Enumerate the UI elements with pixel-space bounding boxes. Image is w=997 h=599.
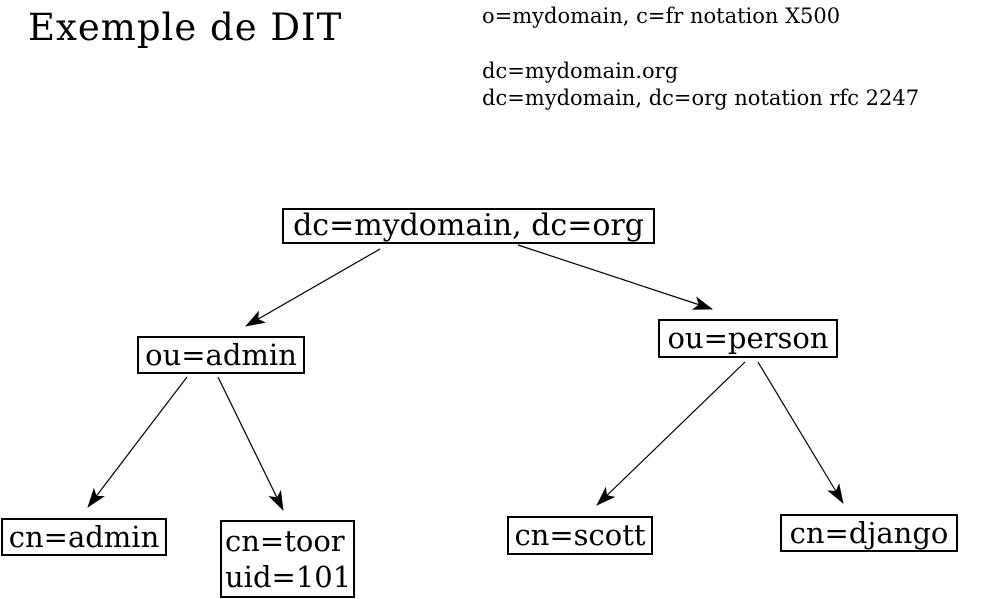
notation-x500-note: o=mydomain, c=fr notation X500 <box>482 4 841 28</box>
tree-node-cn-admin: cn=admin <box>1 518 167 556</box>
domain-name-note: dc=mydomain.org <box>482 59 679 83</box>
edge-ou-person-to-cn-scott <box>596 361 746 506</box>
tree-node-root: dc=mydomain, dc=org <box>282 208 655 244</box>
notation-rfc2247-note: dc=mydomain, dc=org notation rfc 2247 <box>482 86 920 110</box>
edge-ou-person-to-cn-django <box>757 361 844 504</box>
tree-node-ou-admin: ou=admin <box>137 336 305 374</box>
edge-root-to-ou-person <box>517 244 713 310</box>
edge-ou-admin-to-cn-toor <box>217 376 284 511</box>
edge-ou-admin-to-cn-admin <box>87 376 188 508</box>
tree-node-ou-person: ou=person <box>658 319 838 358</box>
tree-node-cn-scott: cn=scott <box>507 516 653 555</box>
diagram-title: Exemple de DIT <box>28 6 343 49</box>
tree-node-cn-django: cn=django <box>780 514 958 552</box>
edge-root-to-ou-admin <box>245 248 381 327</box>
tree-node-cn-toor: cn=toor uid=101 <box>220 520 355 598</box>
